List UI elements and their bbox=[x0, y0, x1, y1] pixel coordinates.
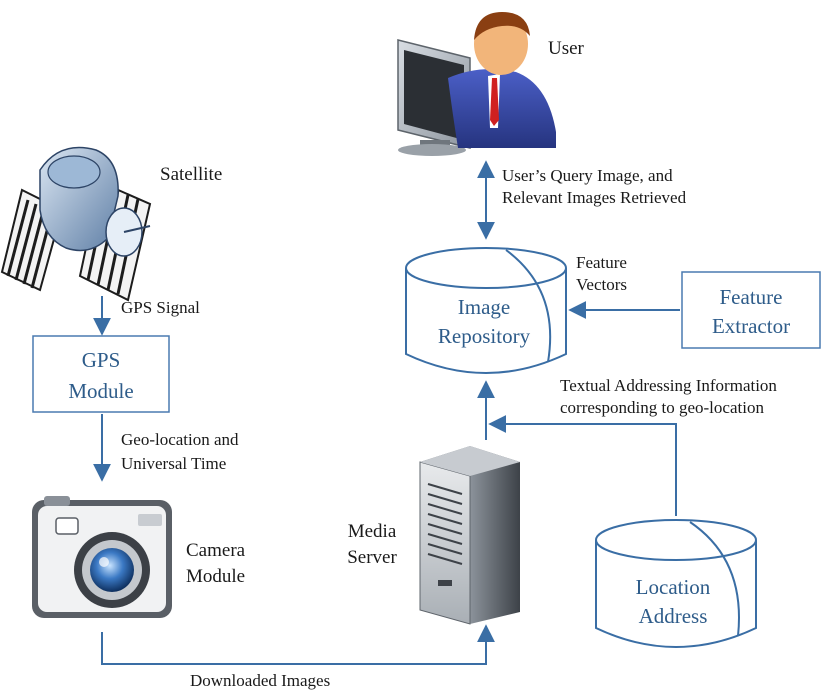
image-repository-line2: Repository bbox=[438, 324, 531, 348]
geo-time-line1: Geo-location and bbox=[121, 430, 239, 449]
feature-vectors-line1: Feature bbox=[576, 253, 627, 272]
user-at-computer-icon bbox=[397, 12, 556, 156]
gps-module-line2: Module bbox=[68, 379, 133, 403]
query-line1: User’s Query Image, and bbox=[502, 166, 673, 185]
downloaded-images-arrow bbox=[101, 624, 495, 665]
gps-signal-label: GPS Signal bbox=[121, 298, 200, 317]
location-address-line2: Address bbox=[639, 604, 708, 628]
camera-line1: Camera bbox=[186, 540, 246, 561]
media-server-line2: Server bbox=[347, 547, 397, 568]
image-repository-cylinder bbox=[405, 247, 567, 374]
textual-line1: Textual Addressing Information bbox=[560, 376, 777, 395]
location-address-cylinder bbox=[595, 519, 757, 648]
server-tower-icon bbox=[419, 446, 520, 625]
feature-extractor-line2: Extractor bbox=[712, 314, 790, 338]
camera-icon bbox=[32, 496, 172, 618]
image-repository-line1: Image bbox=[458, 295, 510, 319]
user-label: User bbox=[548, 38, 585, 59]
camera-line2: Module bbox=[186, 566, 245, 587]
feature-vectors-line2: Vectors bbox=[576, 275, 627, 294]
satellite-icon bbox=[0, 146, 152, 302]
downloaded-images-label: Downloaded Images bbox=[190, 671, 330, 690]
geo-time-line2: Universal Time bbox=[121, 454, 226, 473]
query-line2: Relevant Images Retrieved bbox=[502, 188, 687, 207]
feature-extractor-line1: Feature bbox=[720, 285, 783, 309]
location-address-line1: Location bbox=[636, 575, 711, 599]
textual-line2: corresponding to geo-location bbox=[560, 398, 764, 417]
media-server-line1: Media bbox=[348, 521, 397, 542]
gps-module-box bbox=[32, 335, 170, 413]
satellite-label: Satellite bbox=[160, 164, 222, 185]
location-to-repository-arrow bbox=[488, 415, 677, 516]
gps-module-line1: GPS bbox=[82, 348, 121, 372]
feature-extractor-box bbox=[681, 271, 821, 349]
